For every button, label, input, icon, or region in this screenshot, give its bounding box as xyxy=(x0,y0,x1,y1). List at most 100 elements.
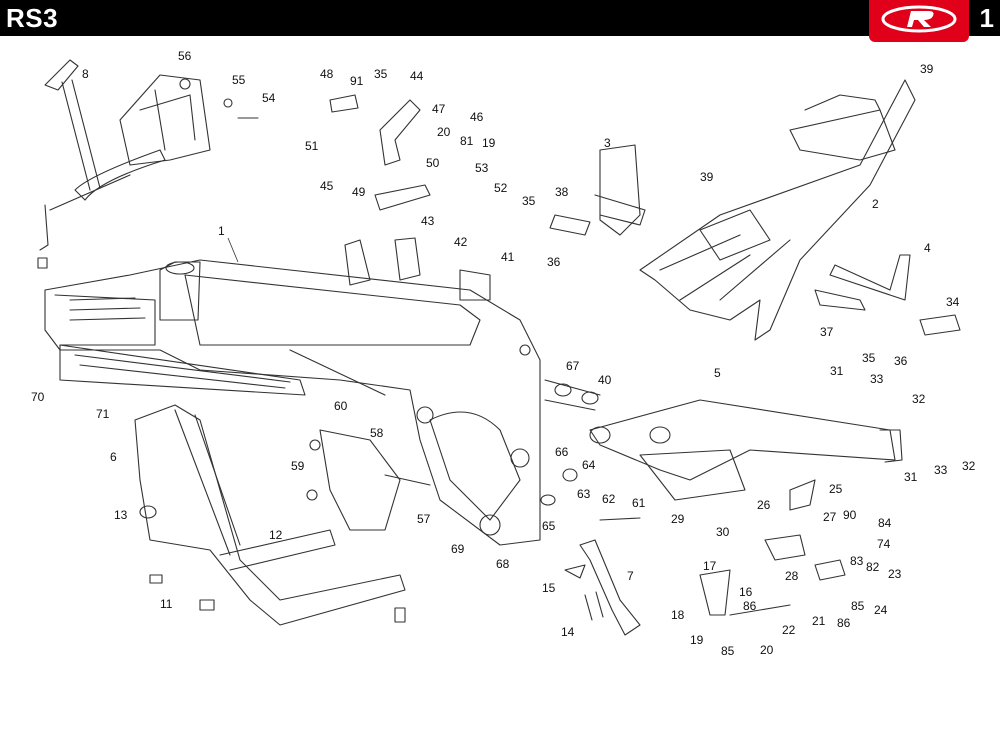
callout-81: 81 xyxy=(460,134,474,148)
callout-41: 41 xyxy=(501,250,515,264)
callout-37: 37 xyxy=(820,325,834,339)
callout-7: 7 xyxy=(627,569,634,583)
callout-16: 16 xyxy=(739,585,753,599)
callout-11: 11 xyxy=(160,597,173,611)
callout-15: 15 xyxy=(542,581,556,595)
callout-31b: 31 xyxy=(904,470,918,484)
callout-70: 70 xyxy=(31,390,45,404)
callout-56: 56 xyxy=(178,49,192,63)
callout-33a: 33 xyxy=(870,372,884,386)
header-bar: RS3 xyxy=(0,0,1000,36)
callout-35c: 35 xyxy=(862,351,876,365)
engine-cradle-illustration xyxy=(134,404,406,626)
callout-42: 42 xyxy=(454,235,468,249)
callout-53: 53 xyxy=(475,161,489,175)
front-bracket-illustration xyxy=(37,59,259,269)
callout-55: 55 xyxy=(232,73,246,87)
callout-39b: 39 xyxy=(700,170,714,184)
callout-82: 82 xyxy=(866,560,880,574)
callout-39a: 39 xyxy=(920,62,934,76)
callout-30: 30 xyxy=(716,525,730,539)
callout-12: 12 xyxy=(269,528,283,542)
callout-20b: 20 xyxy=(437,125,451,139)
callout-13: 13 xyxy=(114,508,128,522)
callout-64: 64 xyxy=(582,458,596,472)
callout-20: 20 xyxy=(760,643,774,657)
callout-19b: 19 xyxy=(482,136,496,150)
callout-46: 46 xyxy=(470,110,484,124)
callout-45: 45 xyxy=(320,179,334,193)
callout-23: 23 xyxy=(888,567,902,581)
callout-22: 22 xyxy=(782,623,796,637)
brand-logo-mark xyxy=(881,5,957,33)
callout-68: 68 xyxy=(496,557,510,571)
callout-43: 43 xyxy=(421,214,435,228)
callout-34: 34 xyxy=(946,295,960,309)
callout-35a: 35 xyxy=(374,67,388,81)
callout-65: 65 xyxy=(542,519,556,533)
callout-50: 50 xyxy=(426,156,440,170)
callout-66: 66 xyxy=(555,445,569,459)
callout-91: 91 xyxy=(350,74,364,88)
callout-6: 6 xyxy=(110,450,117,464)
callout-44: 44 xyxy=(410,69,424,83)
callout-49: 49 xyxy=(352,185,366,199)
callout-18: 18 xyxy=(671,608,685,622)
callout-52: 52 xyxy=(494,181,508,195)
callout-17: 17 xyxy=(703,559,717,573)
callout-31a: 31 xyxy=(830,364,844,378)
callout-47: 47 xyxy=(432,102,446,116)
callout-84: 84 xyxy=(878,516,892,530)
callout-36a: 36 xyxy=(547,255,561,269)
footrest-illustrations xyxy=(329,94,961,561)
callout-14: 14 xyxy=(561,625,575,639)
callout-86b: 86 xyxy=(837,616,851,630)
callout-38: 38 xyxy=(555,185,569,199)
callout-labels: 1 2 3 4 5 6 7 8 11 12 13 14 15 16 17 18 … xyxy=(31,49,976,658)
callout-67: 67 xyxy=(566,359,580,373)
callout-36b: 36 xyxy=(894,354,908,368)
callout-32b: 32 xyxy=(962,459,976,473)
callout-19: 19 xyxy=(690,633,704,647)
callout-1: 1 xyxy=(218,224,225,238)
callout-4: 4 xyxy=(924,241,931,255)
brand-logo xyxy=(869,0,969,42)
callout-27: 27 xyxy=(823,510,837,524)
callout-74: 74 xyxy=(877,537,891,551)
callout-40: 40 xyxy=(598,373,612,387)
callout-85b: 85 xyxy=(721,644,735,658)
callout-24: 24 xyxy=(874,603,888,617)
callout-28: 28 xyxy=(785,569,799,583)
callout-71: 71 xyxy=(96,407,110,421)
callout-33b: 33 xyxy=(934,463,948,477)
callout-48: 48 xyxy=(320,67,334,81)
callout-61: 61 xyxy=(632,496,646,510)
callout-3: 3 xyxy=(604,136,611,150)
swingarm-illustration xyxy=(589,399,903,501)
callout-51: 51 xyxy=(305,139,319,153)
callout-2: 2 xyxy=(872,197,879,211)
callout-29: 29 xyxy=(671,512,685,526)
callout-25: 25 xyxy=(829,482,843,496)
callout-59: 59 xyxy=(291,459,305,473)
main-frame-illustration xyxy=(44,237,541,546)
model-title: RS3 xyxy=(6,3,59,33)
callout-60: 60 xyxy=(334,399,348,413)
callout-57: 57 xyxy=(417,512,431,526)
callout-21: 21 xyxy=(812,614,826,628)
callout-83: 83 xyxy=(850,554,864,568)
callout-5: 5 xyxy=(714,366,721,380)
callout-69: 69 xyxy=(451,542,465,556)
linkage-illustrations xyxy=(306,379,846,616)
subframe-illustration xyxy=(639,79,916,341)
callout-63: 63 xyxy=(577,487,591,501)
side-stand-illustration xyxy=(564,539,641,636)
callout-58: 58 xyxy=(370,426,384,440)
callout-32a: 32 xyxy=(912,392,926,406)
callout-86a: 86 xyxy=(743,599,757,613)
callout-90: 90 xyxy=(843,508,857,522)
callout-35b: 35 xyxy=(522,194,536,208)
page-number: 1 xyxy=(979,3,994,33)
callout-62: 62 xyxy=(602,492,616,506)
